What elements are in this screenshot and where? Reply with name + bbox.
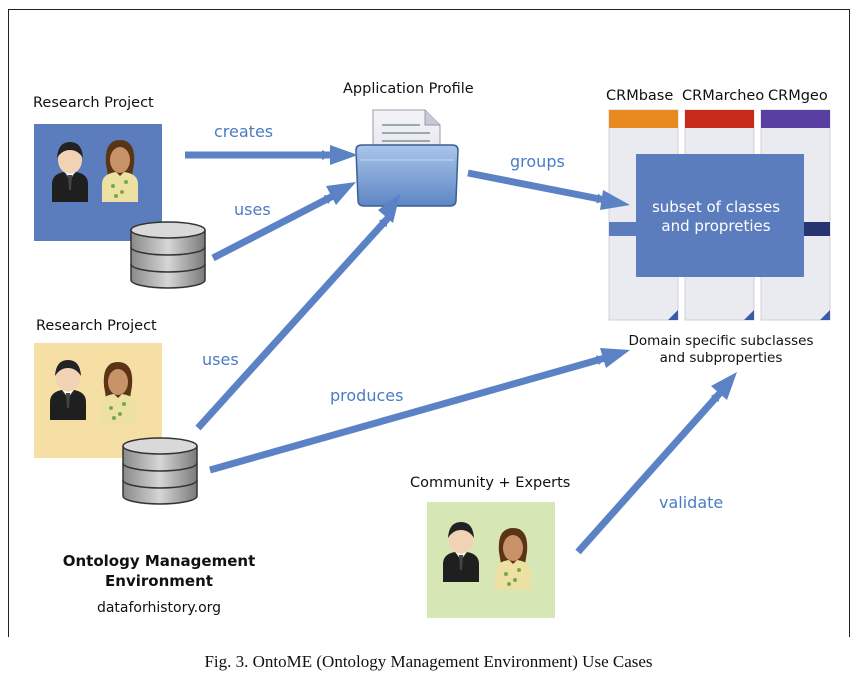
- database-icon: [122, 437, 198, 505]
- crm-geo-label: CRMgeo: [768, 88, 828, 104]
- use-case-diagram: Research Project Research Project Ontolo…: [33, 81, 831, 618]
- database-icon: [130, 221, 206, 289]
- subset-box: [636, 154, 804, 277]
- domain-label-line1: Domain specific subclasses: [629, 333, 814, 349]
- subset-label-line2: and propreties: [661, 217, 770, 235]
- arrow-uses-2: [195, 215, 391, 431]
- subset-label-line1: subset of classes: [652, 198, 780, 216]
- edge-label-uses-1: uses: [234, 200, 271, 219]
- arrow-uses-1: [211, 192, 335, 262]
- edge-label-uses-2: uses: [202, 350, 239, 369]
- ome-title-line1: Ontology Management: [63, 552, 256, 570]
- edge-label-validate: validate: [659, 493, 723, 512]
- application-profile-title: Application Profile: [343, 81, 474, 97]
- crm-base-label: CRMbase: [606, 88, 673, 104]
- edge-label-produces: produces: [330, 386, 403, 405]
- researcher-woman-icon: [102, 140, 138, 202]
- researcher-woman-icon: [100, 362, 136, 424]
- arrow-produces: [209, 354, 607, 474]
- folder-document-icon: [355, 109, 459, 207]
- expert-woman-icon: [495, 528, 531, 590]
- arrow-groups: [467, 169, 607, 204]
- crm-archeo-label: CRMarcheo: [682, 88, 764, 104]
- research-project-2-title: Research Project: [36, 318, 157, 334]
- arrow-validate: [575, 390, 723, 555]
- edge-label-creates: creates: [214, 122, 273, 141]
- figure-caption: Fig. 3. OntoME (Ontology Management Envi…: [204, 652, 653, 671]
- edge-label-groups: groups: [510, 152, 565, 171]
- website-link[interactable]: dataforhistory.org: [97, 600, 221, 616]
- domain-label-line2: and subproperties: [660, 350, 783, 366]
- figure-frame: [8, 9, 850, 637]
- ome-title-line2: Environment: [105, 572, 213, 590]
- community-experts-title: Community + Experts: [410, 475, 570, 491]
- research-project-1-title: Research Project: [33, 95, 154, 111]
